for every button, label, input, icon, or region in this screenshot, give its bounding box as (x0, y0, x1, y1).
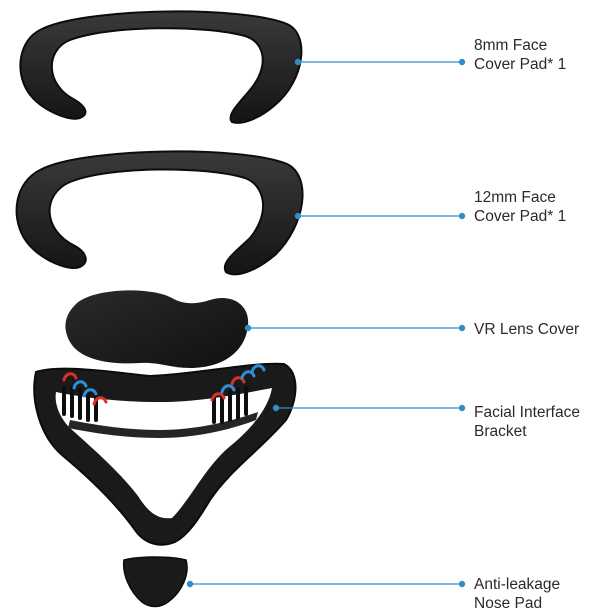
label-line-1: 12mm Face (474, 189, 556, 206)
label-anti-leakage-nose-pad: Anti-leakage Nose Pad (474, 575, 610, 613)
label-line-1: 8mm Face (474, 37, 548, 54)
label-facial-interface-bracket: Facial Interface Bracket (474, 403, 610, 441)
label-line-1: Facial Interface (474, 404, 580, 421)
label-line-1: Anti-leakage (474, 576, 561, 593)
label-line-2: Bracket (474, 423, 527, 440)
leader-lines (186, 58, 466, 588)
face-pad-8mm (19, 10, 303, 124)
airflow-arrows-right (210, 364, 266, 402)
label-8mm-face-cover-pad: 8mm Face Cover Pad* 1 (474, 36, 610, 74)
facial-interface-bracket (33, 362, 297, 546)
label-line-2: Cover Pad* 1 (474, 208, 567, 225)
nose-pad (122, 556, 188, 608)
label-12mm-face-cover-pad: 12mm Face Cover Pad* 1 (474, 188, 610, 226)
face-pad-12mm (15, 150, 304, 276)
label-line-2: Nose Pad (474, 595, 543, 612)
lens-cover (65, 290, 249, 368)
label-vr-lens-cover: VR Lens Cover (474, 320, 610, 339)
label-line-1: VR Lens Cover (474, 321, 580, 338)
airflow-arrows-left (62, 372, 108, 406)
label-line-2: Cover Pad* 1 (474, 56, 567, 73)
